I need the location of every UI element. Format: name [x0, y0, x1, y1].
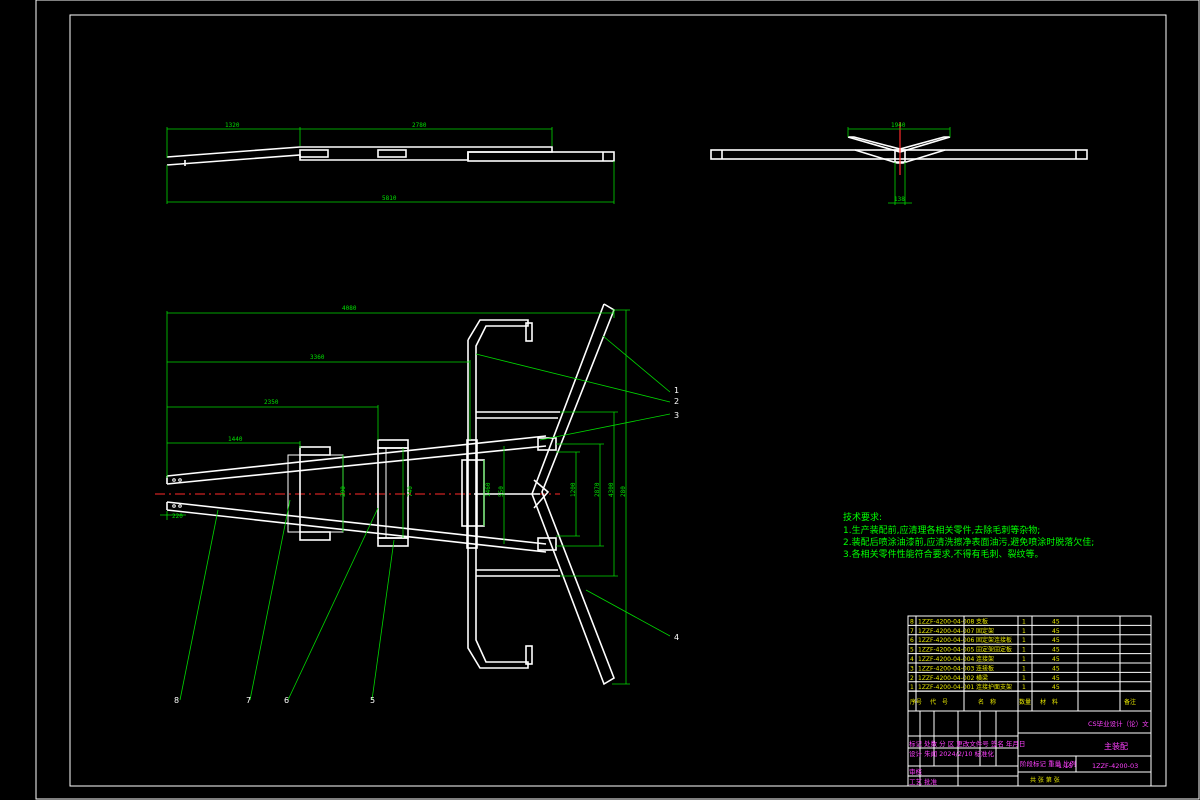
bom-header: 序号: [910, 698, 922, 706]
bom-cell-code: 1ZZF-4200-04-002: [918, 675, 975, 682]
bom-cell-code: 1ZZF-4200-04-003: [918, 665, 975, 672]
dim-label: 2350: [264, 399, 279, 406]
bom-cell-no: 2: [910, 675, 914, 682]
stage-label: 阶段标记 重量 比例: [1020, 759, 1076, 768]
balloon-number: 8: [174, 696, 179, 705]
bom-cell-name: 固定架连接板: [976, 636, 1012, 644]
dim-label: 4080: [342, 305, 357, 312]
dim-label: 1320: [225, 122, 240, 129]
bom-cell-name: 连接护面支架: [976, 683, 1012, 691]
outer-frame: [35, 0, 1200, 800]
bom-cell-name: 连接板: [976, 664, 994, 672]
bom-cell-qty: 1: [1022, 675, 1026, 682]
bom-cell-qty: 1: [1022, 665, 1026, 672]
dim-label: 3360: [310, 354, 325, 361]
sheet-label: 共 张 第 张: [1030, 776, 1060, 784]
title-block-row: 设计 朱闻 2024/2/10 标准化: [909, 749, 995, 758]
bom-cell-qty: 1: [1022, 618, 1026, 625]
bom-header: 材 料: [1040, 698, 1058, 706]
bom-cell-no: 8: [910, 618, 914, 625]
balloon-number: 4: [674, 633, 679, 642]
bom-cell-name: 横梁: [976, 674, 988, 682]
bom-cell-name: 固定架固定板: [976, 646, 1012, 654]
dim-label: 4300: [608, 482, 615, 497]
bom-cell-name: 连接架: [976, 655, 994, 663]
bom-cell-code: 1ZZF-4200-04-004: [918, 656, 975, 663]
project-name: CS毕业设计（论）文: [1088, 719, 1149, 728]
scale: 1:15: [1058, 762, 1073, 770]
bom-cell-qty: 1: [1022, 628, 1026, 635]
dim-label: 5810: [382, 195, 397, 202]
dim-label: 1460: [485, 482, 492, 497]
bom-cell-mat: 45: [1052, 684, 1060, 691]
bom-header: 代 号: [930, 698, 948, 706]
bom-cell-no: 7: [910, 628, 914, 635]
balloon-number: 7: [246, 696, 251, 705]
bom-cell-no: 1: [910, 684, 914, 691]
bom-cell-name: 固定架: [976, 627, 994, 635]
bom-cell-code: 1ZZF-4200-04-007: [918, 628, 975, 635]
title-block-row: 审核: [909, 767, 923, 776]
bom-cell-mat: 45: [1052, 675, 1060, 682]
note-line: 2.装配后喷涂油漆前,应清洗擦净表面油污,避免喷涂时脱落欠佳;: [843, 536, 1094, 548]
bom-cell-mat: 45: [1052, 628, 1060, 635]
dim-label: 280: [620, 486, 627, 497]
side-view: 1320 2780 5810: [166, 122, 615, 204]
bom-cell-no: 4: [910, 656, 914, 663]
drawing-name: 主装配: [1104, 741, 1128, 751]
bom-cell-name: 支板: [976, 617, 988, 625]
bom-header: 名 称: [978, 698, 996, 706]
balloon-number: 2: [674, 397, 679, 406]
bom-header: 备注: [1124, 698, 1136, 706]
bom-cell-qty: 1: [1022, 637, 1026, 644]
bom-cell-code: 1ZZF-4200-04-005: [918, 647, 975, 654]
dim-label: 2780: [412, 122, 427, 129]
dim-label: 290: [340, 486, 347, 497]
dim-label: 220: [172, 513, 183, 520]
notes-title: 技术要求:: [843, 511, 882, 523]
bom-cell-code: 1ZZF-4200-04-006: [918, 637, 975, 644]
dim-label: 1440: [228, 436, 243, 443]
balloon-number: 1: [674, 386, 679, 395]
plan-view: 4080 3360 2350 1440 220 290 740 1460 550…: [155, 303, 679, 705]
title-block-row: 标记 处数 分 区 更改文件号 签名 年月日: [909, 739, 1025, 748]
dim-label: 1200: [570, 482, 577, 497]
bom-cell-mat: 45: [1052, 656, 1060, 663]
bom-cell-qty: 1: [1022, 656, 1026, 663]
dim-label: 138: [894, 196, 905, 203]
balloon-number: 5: [370, 696, 375, 705]
dim-label: 2870: [594, 482, 601, 497]
title-block: 标记 处数 分 区 更改文件号 签名 年月日 设计 朱闻 2024/2/10 标…: [907, 710, 1152, 787]
note-line: 3.各相关零件性能符合要求,不得有毛刺、裂纹等。: [843, 548, 1043, 560]
note-line: 1.生产装配前,应清理各相关零件,去除毛刺等杂物;: [843, 524, 1040, 536]
bom-cell-qty: 1: [1022, 647, 1026, 654]
title-block-row: 工艺 批准: [909, 777, 938, 786]
inner-frame: [69, 14, 1167, 787]
bom-cell-code: 1ZZF-4200-04-001: [918, 684, 975, 691]
dim-label: 550: [498, 486, 505, 497]
bom-cell-qty: 1: [1022, 684, 1026, 691]
technical-notes: 技术要求: 1.生产装配前,应清理各相关零件,去除毛刺等杂物; 2.装配后喷涂油…: [843, 511, 1094, 560]
bom-cell-no: 5: [910, 647, 914, 654]
bom-cell-no: 6: [910, 637, 914, 644]
bom-cell-no: 3: [910, 665, 914, 672]
bom-header: 数量: [1019, 698, 1031, 706]
end-view: 1940 138: [710, 122, 1088, 205]
bom-cell-code: 1ZZF-4200-04-008: [918, 618, 975, 625]
balloon-number: 3: [674, 411, 679, 420]
bom-cell-mat: 45: [1052, 665, 1060, 672]
bom-cell-mat: 45: [1052, 647, 1060, 654]
bom-cell-mat: 45: [1052, 618, 1060, 625]
dim-label: 1940: [891, 122, 906, 129]
balloon-number: 6: [284, 696, 289, 705]
bom-cell-mat: 45: [1052, 637, 1060, 644]
drawing-number: 1ZZF-4200-03: [1092, 762, 1138, 770]
dim-label: 740: [407, 486, 414, 497]
